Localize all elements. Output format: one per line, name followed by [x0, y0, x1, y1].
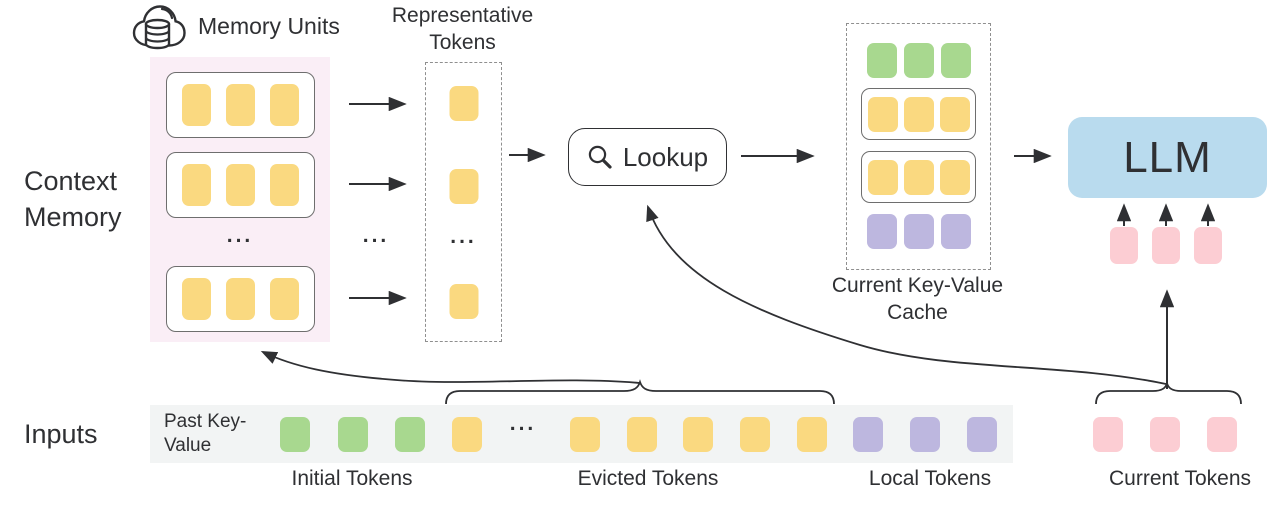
cache-token-initial: [866, 43, 897, 78]
memory-unit-row: [166, 152, 315, 218]
llm-label: LLM: [1123, 132, 1212, 182]
evicted-tokens-label: Evicted Tokens: [577, 467, 719, 490]
current-tokens-label: Current Tokens: [1108, 467, 1252, 490]
memory-ellipsis: ...: [226, 224, 254, 247]
memory-token: [226, 164, 255, 206]
evicted-token: [797, 417, 827, 452]
memory-token: [226, 278, 255, 320]
representative-ellipsis: ...: [450, 225, 477, 248]
cache-initial-row: [847, 43, 990, 78]
evicted-token: [452, 417, 482, 452]
initial-tokens-label: Initial Tokens: [291, 467, 413, 490]
current-kv-cache-label: Current Key-Value Cache: [831, 274, 1004, 325]
memory-token: [182, 278, 211, 320]
cache-token-local: [903, 214, 934, 249]
current-token: [1207, 417, 1237, 452]
evicted-token: [627, 417, 657, 452]
cache-token-retrieved: [939, 96, 970, 132]
memory-token: [182, 84, 211, 126]
cache-token-retrieved: [903, 96, 934, 132]
cache-token-initial: [903, 43, 934, 78]
current-token: [1150, 417, 1180, 452]
cache-token-initial: [940, 43, 971, 78]
memory-cloud-database-icon: [132, 5, 186, 50]
cache-local-row: [847, 214, 990, 249]
llm-input-token: [1194, 227, 1222, 264]
evicted-ellipsis: ...: [509, 412, 537, 435]
representative-token: [449, 86, 478, 121]
local-tokens-label: Local Tokens: [868, 467, 992, 490]
evicted-token: [570, 417, 600, 452]
memory-units-label: Memory Units: [198, 13, 340, 39]
context-memory-panel: ...: [150, 57, 330, 342]
cache-token-retrieved: [939, 159, 970, 195]
cache-token-retrieved: [867, 159, 898, 195]
llm-input-token: [1110, 227, 1138, 264]
cache-token-local: [940, 214, 971, 249]
inputs-label: Inputs: [24, 419, 98, 449]
lookup-button: Lookup: [568, 128, 727, 186]
local-token: [967, 417, 997, 452]
cache-memory-unit: [861, 88, 976, 140]
current-tokens-brace: [1095, 382, 1242, 405]
local-token: [853, 417, 883, 452]
local-token: [910, 417, 940, 452]
memory-token: [270, 84, 299, 126]
context-memory-label: Context Memory: [24, 166, 122, 233]
cache-token-retrieved: [867, 96, 898, 132]
memory-token: [182, 164, 211, 206]
evicted-token: [683, 417, 713, 452]
initial-token: [338, 417, 368, 452]
mid-ellipsis: ...: [362, 224, 390, 247]
lookup-label: Lookup: [622, 141, 709, 172]
cache-memory-unit: [861, 151, 976, 203]
representative-token: [449, 169, 478, 204]
evicted-token: [740, 417, 770, 452]
cache-token-retrieved: [903, 159, 934, 195]
initial-token: [280, 417, 310, 452]
llm-input-token: [1152, 227, 1180, 264]
evicted-to-memory-curve: [260, 350, 641, 384]
search-icon: [588, 145, 612, 169]
representative-tokens-box: ...: [425, 62, 502, 342]
memory-unit-row: [166, 266, 315, 332]
memory-token: [226, 84, 255, 126]
memory-token: [270, 278, 299, 320]
memory-unit-row: [166, 72, 315, 138]
current-kv-cache-box: [846, 23, 991, 270]
cache-token-local: [866, 214, 897, 249]
representative-tokens-label: Representative Tokens: [391, 4, 534, 55]
past-key-value-label: Past Key-Value: [164, 411, 247, 456]
representative-token: [449, 284, 478, 319]
initial-token: [395, 417, 425, 452]
llm-box: LLM: [1068, 117, 1267, 198]
current-token: [1093, 417, 1123, 452]
memory-token: [270, 164, 299, 206]
evicted-tokens-brace: [445, 379, 835, 405]
